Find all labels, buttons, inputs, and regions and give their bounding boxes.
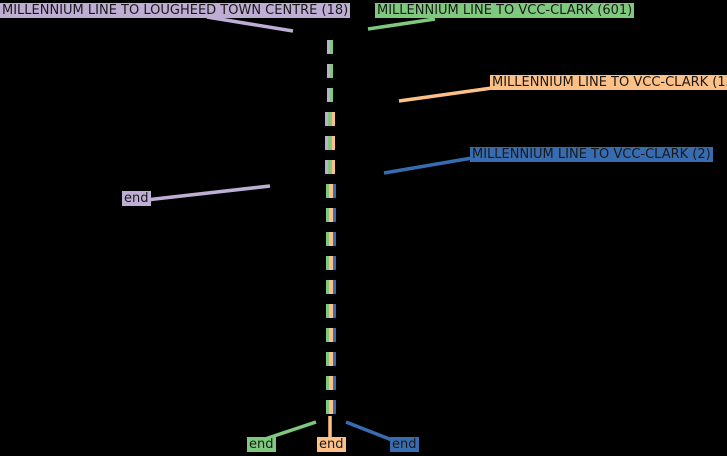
trunk-stripe-route-601 (328, 112, 332, 174)
route-label-601: MILLENNIUM LINE TO VCC-CLARK (601) (375, 3, 635, 18)
leader-route-601 (367, 17, 436, 31)
route-label-2: MILLENNIUM LINE TO VCC-CLARK (2) (470, 147, 713, 162)
end-label-route-2: end (390, 437, 419, 452)
end-label-route-13: end (317, 437, 346, 452)
trunk-stripe-route-601 (330, 40, 333, 102)
trunk-stripe-route-18 (327, 40, 330, 102)
leader-end-route-2 (345, 420, 393, 442)
trunk-stripe-route-2 (332, 184, 336, 414)
end-label-route-18: end (122, 191, 151, 206)
trunk-stripe-route-18 (324, 112, 328, 174)
leader-route-18 (206, 15, 294, 33)
leader-route-13 (398, 86, 493, 103)
route-label-18: MILLENNIUM LINE TO LOUGHEED TOWN CENTRE … (0, 3, 351, 18)
trunk-section-middle (324, 112, 335, 174)
trunk-stripe-route-601 (325, 184, 329, 414)
end-label-route-601: end (247, 437, 276, 452)
trunk-section-top (327, 40, 333, 102)
trunk-stripe-route-13 (329, 184, 333, 414)
trunk-stripe-route-13 (331, 112, 335, 174)
leader-route-2 (383, 156, 473, 175)
leader-end-route-18 (145, 184, 271, 202)
route-label-13: MILLENNIUM LINE TO VCC-CLARK (13) (490, 75, 727, 90)
trunk-section-bottom (325, 184, 336, 414)
